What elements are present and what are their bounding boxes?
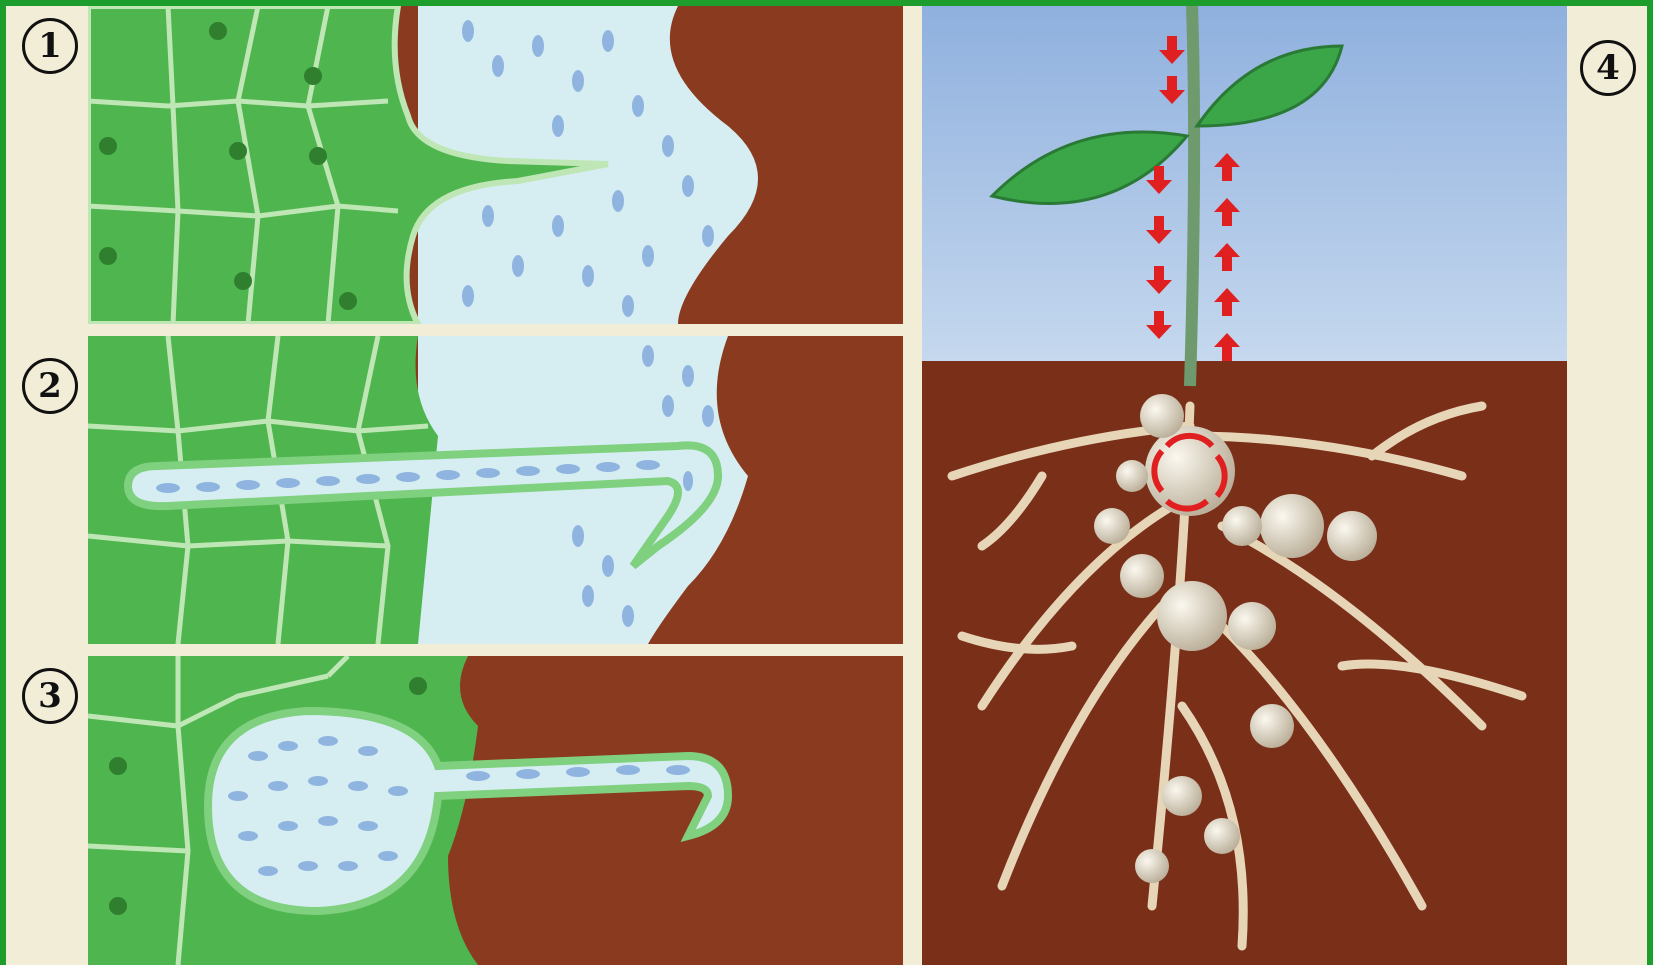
frame-border-right	[1647, 0, 1653, 965]
panel-stage-2	[88, 336, 903, 644]
panel-stage-1	[88, 6, 903, 324]
stage-1-label: 1	[22, 18, 78, 74]
panel-stage-3	[88, 656, 903, 965]
stage-4-label: 4	[1580, 40, 1636, 96]
stage-2-label: 2	[22, 358, 78, 414]
stage-3-label: 3	[22, 668, 78, 724]
panel-stage-4	[922, 6, 1567, 965]
frame-border-left	[0, 0, 6, 965]
plant-stem	[1190, 6, 1194, 386]
